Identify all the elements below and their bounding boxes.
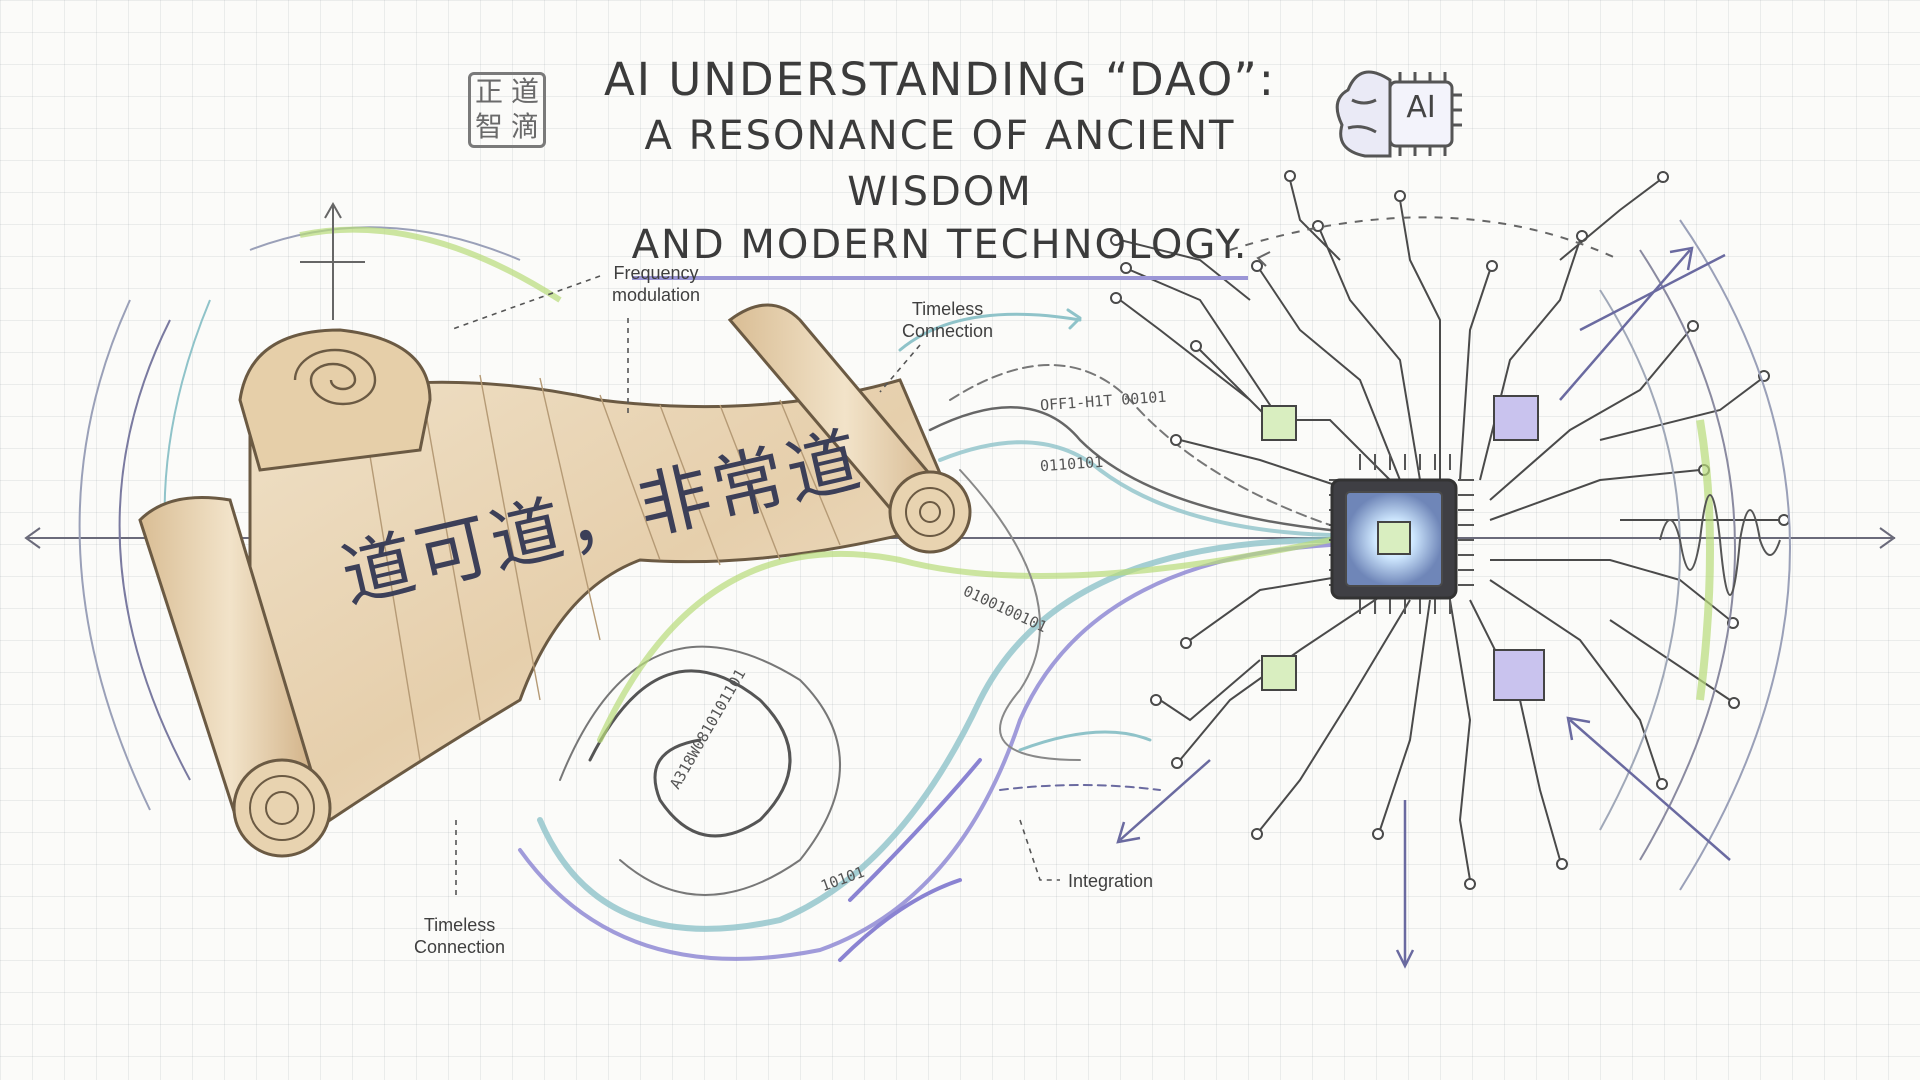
vertical-arrow-up: [300, 201, 365, 320]
annotation-integration: Integration: [1068, 871, 1154, 891]
ai-badge-label: AI: [1406, 90, 1436, 125]
ai-circuit-board: [1110, 170, 1790, 890]
title-block: AI Understanding “DAO”: A Resonance of A…: [560, 52, 1320, 280]
annotation-frequency-modulation: Frequency modulation: [612, 263, 701, 305]
seal-stamp: 正 道 智 滴: [468, 72, 546, 148]
data-wave-flow: [518, 308, 1333, 962]
seal-char: 智: [474, 110, 503, 143]
title-line-1: AI Understanding “DAO”:: [604, 53, 1276, 106]
ancient-scroll: [138, 303, 972, 858]
annotation-timeless-connection-bottom: Timeless Connection: [414, 915, 506, 957]
title-line-3: and Modern Technology.: [631, 220, 1249, 280]
seal-char: 道: [510, 75, 539, 108]
brain-ai-icon: [1335, 70, 1462, 158]
seal-char: 正: [474, 75, 503, 108]
annotation-timeless-connection-top: Timeless Connection: [902, 299, 994, 341]
diagonal-arrows: [1116, 246, 1731, 969]
seal-char: 滴: [510, 110, 539, 143]
title-line-2: A Resonance of Ancient Wisdom: [644, 113, 1236, 215]
annotation-leaders: [449, 275, 1060, 900]
right-resonance-arcs: [1229, 216, 1791, 891]
